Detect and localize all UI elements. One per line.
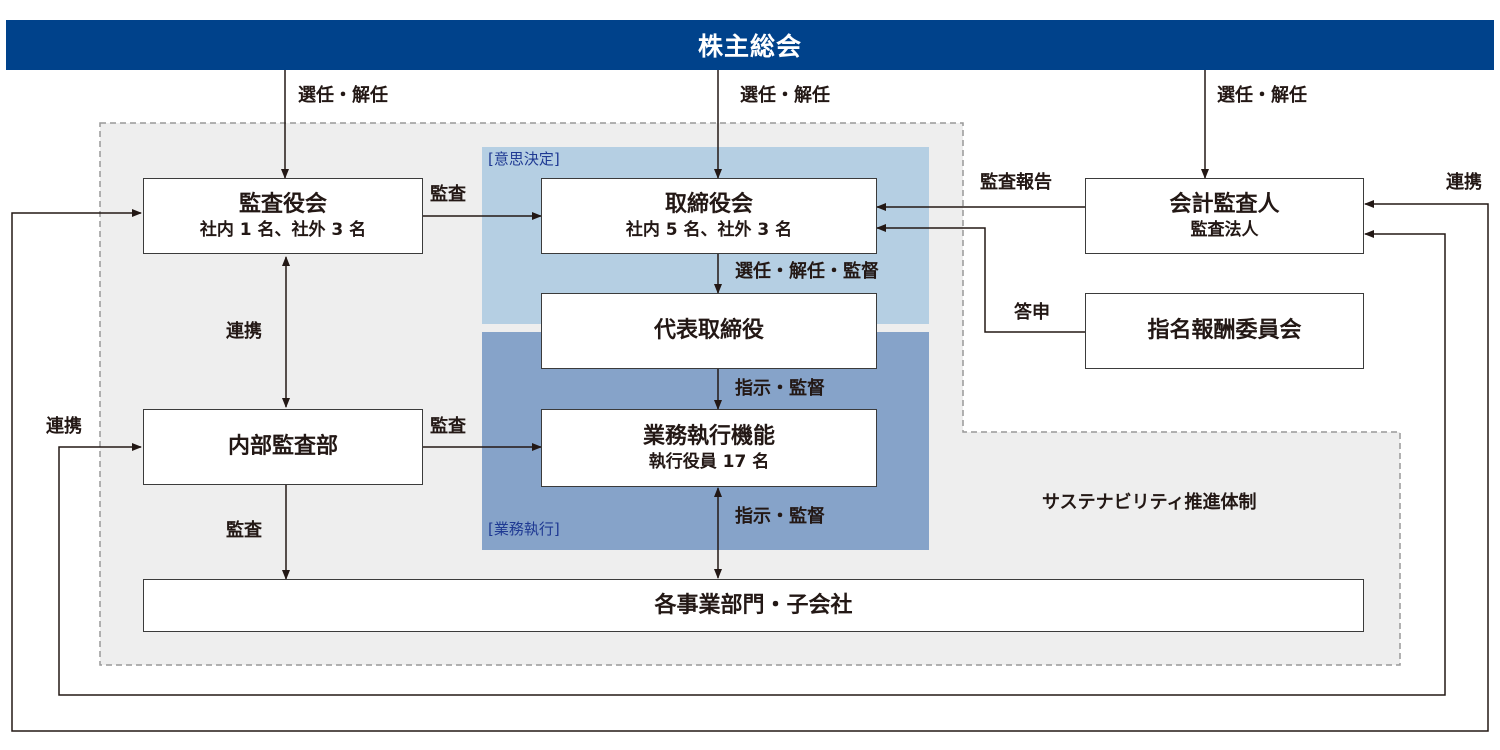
- audit-board-title: 監査役会: [238, 192, 327, 218]
- label-collab-left: 連携: [46, 416, 82, 437]
- audit-board-box: 監査役会 社内 1 名、社外 3 名: [143, 178, 423, 254]
- nomination-committee-box: 指名報酬委員会: [1085, 293, 1364, 369]
- label-audit-report: 監査報告: [980, 172, 1052, 193]
- representative-director-title: 代表取締役: [653, 318, 764, 344]
- business-execution-officers: 執行役員 17 名: [648, 451, 770, 472]
- label-elect-dismiss-1: 選任・解任: [298, 85, 388, 106]
- execution-zone-label: [業務執行]: [488, 520, 560, 538]
- internal-audit-box: 内部監査部: [143, 409, 423, 485]
- label-collab-middle: 連携: [226, 321, 262, 342]
- internal-audit-title: 内部監査部: [227, 434, 338, 460]
- label-instruct-supervise-2: 指示・監督: [735, 506, 825, 527]
- decision-zone-label: [意思決定]: [488, 150, 560, 168]
- label-internal-audit-down: 監査: [226, 520, 262, 541]
- label-reply: 答申: [1014, 302, 1050, 323]
- label-audit-board-audit: 監査: [430, 184, 466, 205]
- representative-director-box: 代表取締役: [541, 293, 877, 369]
- label-collab-right: 連携: [1446, 172, 1482, 193]
- sustainability-zone-label: サステナビリティ推進体制: [1042, 492, 1257, 513]
- label-elect-dismiss-3: 選任・解任: [1217, 85, 1307, 106]
- accounting-auditor-sub: 監査法人: [1190, 219, 1259, 240]
- header-title: 株主総会: [697, 32, 802, 61]
- accounting-auditor-title: 会計監査人: [1169, 192, 1280, 218]
- board-of-directors-title: 取締役会: [664, 192, 753, 218]
- shareholders-meeting-header: 株主総会: [6, 20, 1494, 70]
- label-elect-dismiss-2: 選任・解任: [740, 85, 830, 106]
- board-of-directors-box: 取締役会 社内 5 名、社外 3 名: [541, 178, 877, 254]
- arrow-committee-to-directors: [876, 224, 1085, 333]
- label-internal-audit-audit: 監査: [430, 416, 466, 437]
- loop-outer-collab: [11, 200, 1489, 732]
- label-elect-dismiss-supervise: 選任・解任・監督: [735, 261, 879, 282]
- business-execution-box: 業務執行機能 執行役員 17 名: [541, 409, 877, 487]
- divisions-title: 各事業部門・子会社: [654, 592, 853, 618]
- audit-board-members: 社内 1 名、社外 3 名: [199, 219, 367, 240]
- accounting-auditor-box: 会計監査人 監査法人: [1085, 178, 1364, 254]
- loop-inner-collab: [58, 230, 1446, 696]
- board-of-directors-members: 社内 5 名、社外 3 名: [625, 219, 793, 240]
- label-instruct-supervise-1: 指示・監督: [735, 378, 825, 399]
- divisions-box: 各事業部門・子会社: [143, 579, 1364, 632]
- nomination-committee-title: 指名報酬委員会: [1147, 318, 1302, 344]
- business-execution-title: 業務執行機能: [642, 424, 775, 450]
